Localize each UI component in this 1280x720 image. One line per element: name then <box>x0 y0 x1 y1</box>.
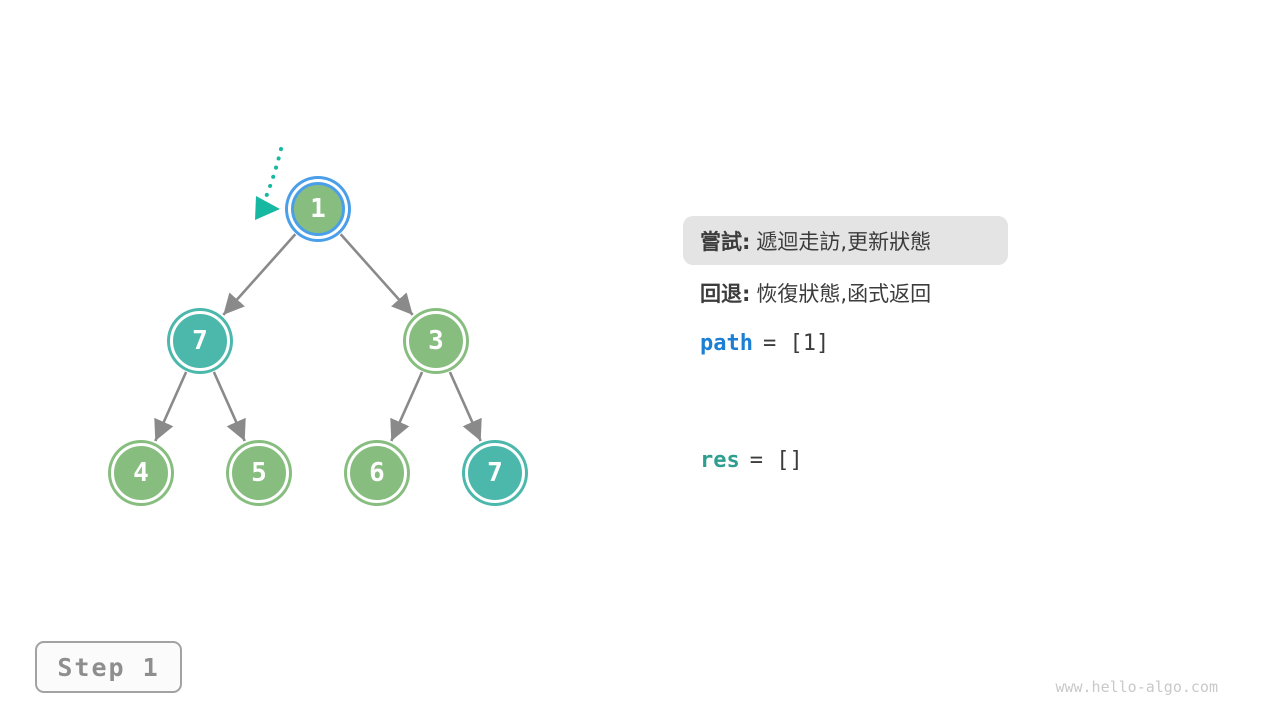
tree-edge-3-6 <box>390 371 424 442</box>
tree-edge-7-4 <box>154 371 188 442</box>
try-label: 嘗試: <box>700 229 751 254</box>
res-variable-name: res <box>700 448 740 473</box>
backtrack-label: 回退: <box>700 282 751 306</box>
tree-node-5: 5 <box>229 443 289 503</box>
current-pointer-arrow <box>255 147 283 220</box>
tree-edge-7-5 <box>212 371 246 442</box>
tree-edge-1-3 <box>339 233 414 316</box>
res-variable-value: = [] <box>749 448 803 473</box>
pointer-arrowhead-icon <box>255 196 280 220</box>
tree-edge-3-7 <box>448 371 482 442</box>
tree-node-3: 3 <box>406 311 466 371</box>
watermark: www.hello-algo.com <box>1055 678 1218 696</box>
tree-edges <box>154 233 482 442</box>
path-variable-name: path <box>700 331 753 356</box>
res-variable-row: res = [] <box>700 447 803 475</box>
tree-edge-1-7 <box>222 233 297 316</box>
pointer-dotted-trail <box>264 147 283 199</box>
tree-node-6: 6 <box>347 443 407 503</box>
path-variable-value: = [1] <box>762 331 830 356</box>
step-badge-label: Step 1 <box>57 652 160 682</box>
try-text: 遞迴走訪,更新狀態 <box>756 229 932 254</box>
step-badge: Step 1 <box>35 641 182 693</box>
tree-node-7: 7 <box>465 443 525 503</box>
tree-node-4: 4 <box>111 443 171 503</box>
backtrack-text: 恢復狀態,函式返回 <box>756 282 932 306</box>
try-annotation: 嘗試: 遞迴走訪,更新狀態 <box>683 216 1008 265</box>
path-variable-row: path = [1] <box>700 330 829 358</box>
tree-node-7: 7 <box>170 311 230 371</box>
tree-node-1: 1 <box>291 182 345 236</box>
backtrack-annotation: 回退: 恢復狀態,函式返回 <box>700 271 931 315</box>
